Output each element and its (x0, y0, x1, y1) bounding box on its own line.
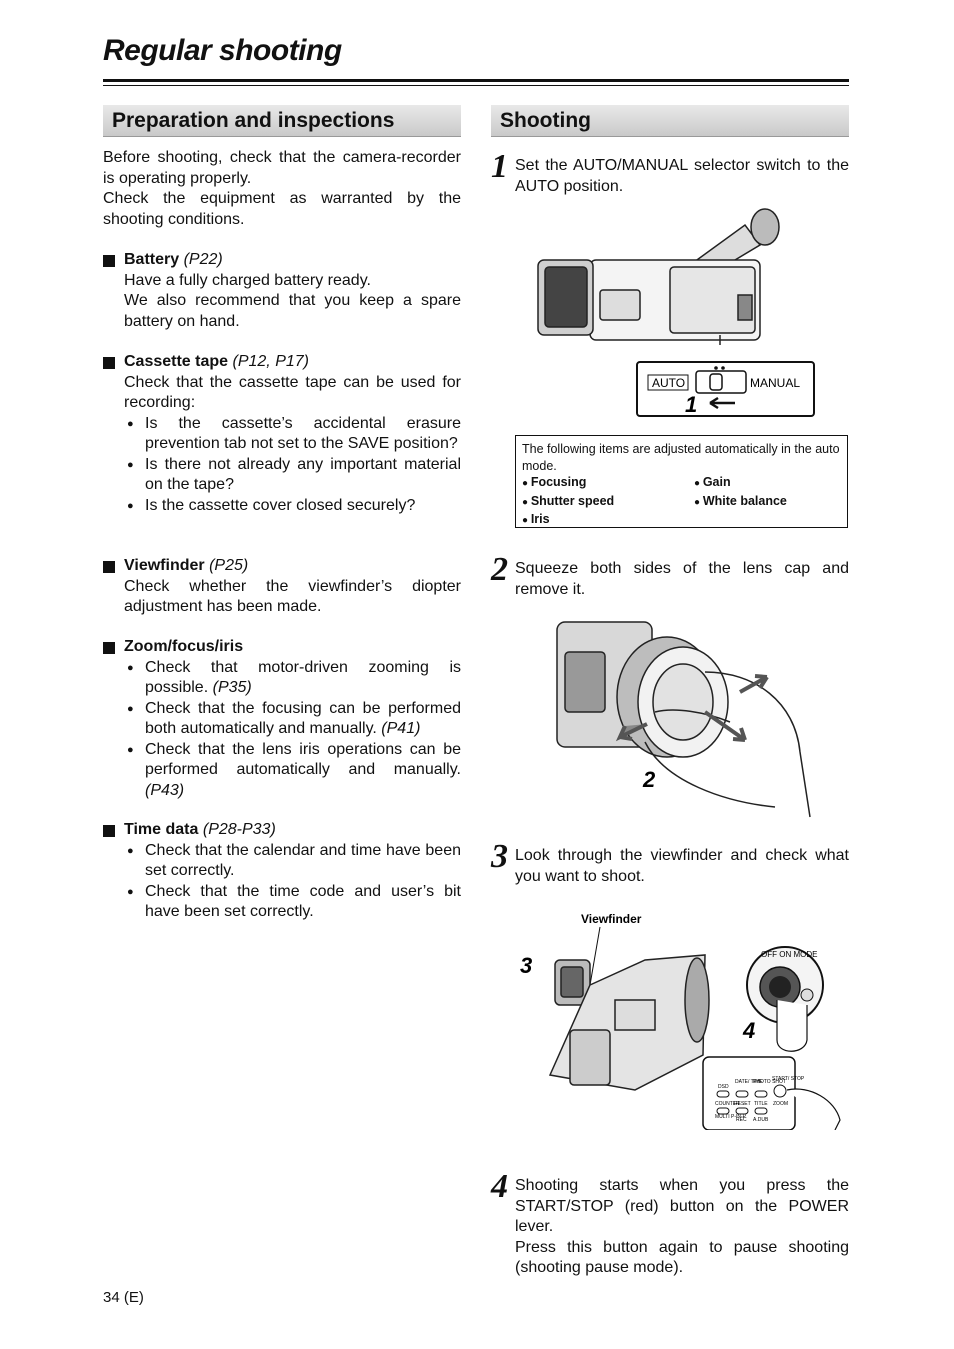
arrow-icon (709, 396, 735, 410)
cassette-body: Check that the cassette tape can be used… (124, 373, 461, 412)
remote-key-adub: A.DUB (753, 1117, 769, 1123)
squeeze-arrow-right-icon (739, 674, 769, 694)
checklist-zoom: Zoom/focus/iris Check that motor-driven … (103, 637, 461, 801)
checklist-cassette: Cassette tape (P12, P17) Check that the … (103, 352, 461, 516)
step-number-2: 2 (491, 551, 508, 588)
page-title: Regular shooting (103, 34, 342, 67)
checklist-viewfinder: Viewfinder (P25) Check whether the viewf… (103, 556, 461, 618)
figure-viewfinder-and-start: Viewfinder 3 OFF ON MODE 4 DSD DATE/ TIM… (520, 912, 841, 1130)
remote-key-zoom: ZOOM (773, 1101, 788, 1107)
viewfinder-heading: Viewfinder (P25) (103, 556, 461, 577)
intro-line-2: Check the equipment as warranted by the … (103, 190, 461, 228)
step-text-4: Shooting starts when you press the START… (515, 1176, 849, 1279)
remote-key-rec: REC (736, 1117, 747, 1123)
cassette-bullet-2: Is there not already any important mater… (103, 455, 461, 496)
intro-paragraph: Before shooting, check that the camera-r… (103, 148, 461, 230)
remote-key-photo-shot: PHOTO SHOT (753, 1079, 786, 1085)
remote-key-counter: COUNTER (715, 1101, 740, 1107)
step-text-3: Look through the viewfinder and check wh… (515, 847, 849, 885)
cassette-heading: Cassette tape (P12, P17) (103, 352, 461, 373)
figure1-callout: 1 (685, 392, 697, 417)
checklist-timedata: Time data (P28-P33) Check that the calen… (103, 820, 461, 923)
remote-key-date-time: DATE/ TIME (735, 1079, 763, 1085)
viewfinder-body: Check whether the viewfinder’s diopter a… (124, 577, 461, 616)
auto-item-iris: Iris (522, 511, 694, 530)
cassette-bullet-3: Is the cassette cover closed securely? (103, 496, 461, 517)
timedata-heading: Time data (P28-P33) (103, 820, 461, 841)
step-text-4-line-2: Press this button again to pause shootin… (515, 1238, 849, 1277)
manual-label: MANUAL (750, 376, 800, 390)
title-rule-thin (103, 85, 849, 86)
zoom-heading: Zoom/focus/iris (103, 637, 461, 658)
remote-key-title: TITLE (754, 1101, 768, 1107)
auto-mode-items: Focusing Gain Shutter speed White balanc… (522, 474, 841, 530)
figure3-callout-4: 4 (742, 1018, 755, 1043)
remove-arrow-icon (703, 710, 747, 742)
auto-mode-intro: The following items are adjusted automat… (522, 442, 840, 473)
timedata-bullet-1: Check that the calendar and time have be… (103, 841, 461, 882)
figure-lens-cap-removal: 2 (556, 621, 811, 818)
step-number-1: 1 (491, 148, 508, 185)
step-number-3: 3 (491, 838, 508, 875)
step-number-4: 4 (491, 1168, 508, 1205)
remote-key-reset: RESET (734, 1101, 751, 1107)
cassette-bullet-1: Is the cassette’s accidental erasure pre… (103, 414, 461, 455)
title-rule-thick (103, 79, 849, 82)
auto-label-box (647, 374, 689, 391)
section-heading-preparation: Preparation and inspections (103, 105, 461, 137)
start-stop-button (769, 976, 791, 998)
zoom-bullet-1: Check that motor-driven zooming is possi… (103, 658, 461, 699)
checklist-battery: Battery (P22) Have a fully charged batte… (103, 250, 461, 332)
battery-heading: Battery (P22) (103, 250, 461, 271)
zoom-bullet-2: Check that the focusing can be performed… (103, 699, 461, 740)
auto-item-gain: Gain (694, 474, 844, 493)
timedata-bullet-2: Check that the time code and user’s bit … (103, 882, 461, 923)
auto-mode-info-box: The following items are adjusted automat… (515, 435, 848, 528)
step-text-1: Set the AUTO/MANUAL selector switch to t… (515, 157, 849, 195)
remote-key-multi: MULTI P-IN-P (715, 1114, 747, 1120)
battery-line-1: Have a fully charged battery ready. (124, 271, 371, 289)
section-heading-shooting: Shooting (491, 105, 849, 137)
battery-line-2: We also recommend that you keep a spare … (124, 292, 461, 330)
intro-line-1: Before shooting, check that the camera-r… (103, 149, 461, 187)
step-text-2: Squeeze both sides of the lens cap and r… (515, 560, 849, 598)
power-dial-label: OFF ON MODE (761, 950, 817, 959)
auto-item-focusing: Focusing (522, 474, 694, 493)
auto-item-shutter-speed: Shutter speed (522, 493, 694, 512)
figure2-callout: 2 (642, 767, 656, 792)
zoom-bullet-3: Check that the lens iris operations can … (103, 740, 461, 802)
auto-label: AUTO (652, 376, 685, 390)
step-text-4-line-1: Shooting starts when you press the START… (515, 1177, 849, 1235)
figure-camera-auto-switch: AUTO MANUAL 1 (537, 208, 815, 417)
viewfinder-label: Viewfinder (581, 912, 642, 926)
figure3-callout-3: 3 (520, 953, 532, 978)
remote-key-dsd: DSD (718, 1084, 729, 1090)
auto-item-white-balance: White balance (694, 493, 844, 512)
remote-key-start-stop: START/ STOP (772, 1076, 805, 1082)
page-number: 34 (E) (103, 1289, 144, 1306)
squeeze-arrow-left-icon (615, 722, 648, 742)
